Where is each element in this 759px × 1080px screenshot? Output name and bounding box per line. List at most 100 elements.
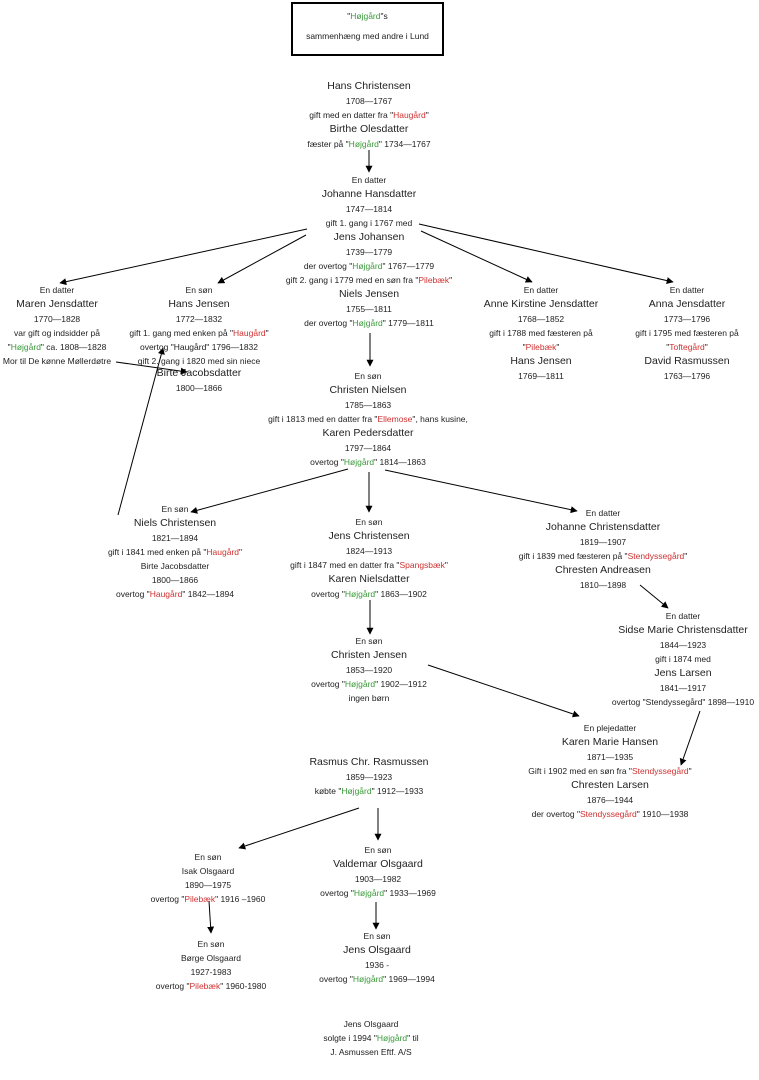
text-segment: Hans Jensen (168, 298, 230, 310)
person-detail: der overtog "Højgård" 1779—1811 (286, 316, 452, 330)
text-segment: " 1933—1969 (384, 888, 436, 898)
text-segment: gift i 1788 med fæsteren på (489, 328, 593, 338)
person-detail: En søn (320, 843, 436, 857)
person-name: Sidse Marie Christensdatter (612, 623, 754, 638)
person-detail: overtog "Højgård" 1933—1969 (320, 886, 436, 900)
text-segment: " ca. 1808—1828 (40, 342, 107, 352)
person-detail: En søn (311, 634, 427, 648)
person-detail: overtog "Stendyssegård" 1898—1910 (612, 695, 754, 709)
text-segment: 1844—1923 (659, 640, 707, 650)
person-detail: 1819—1907 (519, 535, 688, 549)
person-name: Anne Kirstine Jensdatter (484, 297, 598, 312)
text-segment: " 1916 –1960 (215, 894, 266, 904)
connector-arrow (384, 469, 578, 514)
person-detail: Gift i 1902 med en søn fra "Stendyssegår… (528, 764, 691, 778)
title-line-2: sammenhæng med andre i Lund (306, 31, 429, 41)
text-segment: 1890—1975 (184, 880, 232, 890)
person-detail: 1876—1944 (528, 793, 691, 807)
farm-name: Haugård (149, 589, 183, 599)
text-segment: " (666, 342, 670, 352)
text-segment: " 1814—1863 (374, 457, 426, 467)
text-segment: Niels Jensen (338, 288, 400, 300)
person-detail: der overtog "Højgård" 1767—1779 (286, 259, 452, 273)
person-name: Karen Marie Hansen (528, 735, 691, 750)
person-detail: der overtog "Stendyssegård" 1910—1938 (528, 807, 691, 821)
person-name: Karen Nielsdatter (290, 572, 448, 587)
person-name: Chresten Larsen (528, 778, 691, 793)
connector-arrow (238, 807, 360, 850)
text-segment: 1772—1832 (175, 314, 223, 324)
farm-name: Højgård (352, 318, 383, 328)
text-segment: købte " (314, 786, 342, 796)
person-detail: gift med en datter fra "Haugård" (307, 108, 430, 122)
text-segment: 1819—1907 (579, 537, 627, 547)
text-segment: overtog " (155, 981, 190, 991)
person-detail: overtog "Pilebæk" 1960-1980 (156, 979, 266, 993)
person-detail: En søn (268, 369, 468, 383)
text-segment: gift i 1839 med fæsteren på " (518, 551, 628, 561)
farm-name: Højgård (348, 139, 379, 149)
person-detail: Børge Olsgaard (156, 951, 266, 965)
text-segment: En datter (585, 508, 621, 518)
text-segment: " (265, 328, 269, 338)
connector-arrow (418, 223, 674, 285)
farm-name: Højgård (353, 888, 385, 898)
connector-arrow (190, 468, 349, 514)
text-segment: 1853—1920 (345, 665, 393, 675)
person-detail: gift i 1874 med (612, 652, 754, 666)
text-segment: gift 1. gang i 1767 med (325, 218, 413, 228)
text-segment: Gift i 1902 med en søn fra " (528, 766, 632, 776)
farm-name: Højgård (343, 457, 375, 467)
farm-name: Pilebæk (189, 981, 221, 991)
person-detail: 1768—1852 (484, 312, 598, 326)
text-segment: 1871—1935 (586, 752, 634, 762)
person-detail: 1770—1828 (3, 312, 111, 326)
person-name: Birte Jacobsdatter (157, 366, 242, 381)
person-name: Birthe Olesdatter (307, 122, 430, 137)
text-segment: Christen Nielsen (329, 384, 407, 396)
person-detail: 1708—1767 (307, 94, 430, 108)
person-detail: gift i 1841 med enken på "Haugård" (108, 545, 242, 559)
connector-arrow (59, 228, 308, 286)
text-segment: " 1969—1994 (383, 974, 435, 984)
person-name: Hans Jensen (129, 297, 268, 312)
text-segment: " til (407, 1033, 419, 1043)
text-segment: Birte Jacobsdatter (156, 367, 242, 379)
text-segment: 1770—1828 (33, 314, 81, 324)
text-segment: Karen Marie Hansen (561, 736, 659, 748)
person-block-birte-jacobsdatter: Birte Jacobsdatter 1800—1866 (157, 366, 242, 395)
person-detail: gift i 1795 med fæsteren på (635, 326, 738, 340)
person-detail: Jens Olsgaard (323, 1017, 418, 1031)
text-segment: En datter (351, 175, 387, 185)
person-detail: gift i 1839 med fæsteren på "Stendyssegå… (519, 549, 688, 563)
farm-name: Toftegård (669, 342, 705, 352)
text-segment: overtog " (310, 457, 344, 467)
text-segment: solgte i 1994 " (323, 1033, 377, 1043)
text-segment: " (425, 110, 429, 120)
person-detail: overtog "Højgård" 1969—1994 (319, 972, 435, 986)
text-segment: Rasmus Chr. Rasmussen (309, 756, 429, 768)
text-segment: 1768—1852 (517, 314, 565, 324)
person-name: Hans Jensen (484, 354, 598, 369)
text-segment: 1800—1866 (175, 383, 223, 393)
person-detail: gift 2. gang i 1820 med sin niece (129, 354, 268, 368)
text-segment: ", hans kusine, (412, 414, 468, 424)
text-segment: Børge Olsgaard (180, 953, 241, 963)
text-segment: 1763—1796 (663, 371, 711, 381)
text-segment: " (7, 342, 11, 352)
person-detail: En datter (612, 609, 754, 623)
farm-name: Haugård (233, 328, 266, 338)
text-segment: " 1734—1767 (378, 139, 431, 149)
farm-name: Højgård (352, 974, 384, 984)
person-detail: J. Asmussen Eftf. A/S (323, 1045, 418, 1059)
text-segment: gift 1. gang med enken på " (129, 328, 234, 338)
person-detail: var gift og indsidder på (3, 326, 111, 340)
text-segment: Johanne Christensdatter (545, 521, 661, 533)
person-detail: En datter (3, 283, 111, 297)
text-segment: " 1767—1779 (382, 261, 435, 271)
